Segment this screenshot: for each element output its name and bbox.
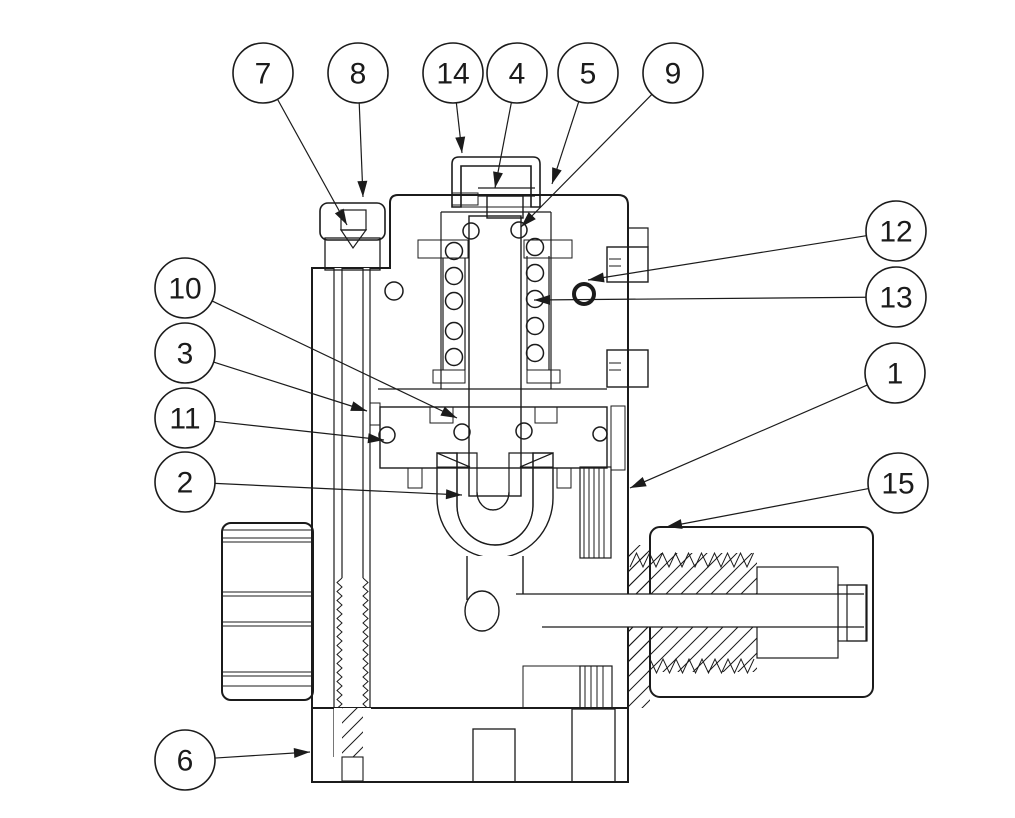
leader-arrowhead [630,477,647,488]
balloon-13: 13 [533,266,927,328]
balloon-number: 15 [881,468,914,501]
balloon-circle [557,42,619,104]
balloon-number: 13 [879,282,912,315]
balloon-number: 2 [177,467,194,500]
callout-balloons: 7 8 14 4 5 9 12 13 1 15 10 3 11 2 6 [154,42,929,791]
leader-arrowhead [334,208,347,225]
leader-arrowhead [350,401,367,411]
balloon-number: 9 [665,58,682,91]
spring-coil-sections [444,221,545,367]
balloon-circle [154,729,216,791]
male-threads-top [629,551,754,569]
o-ring-12 [572,282,596,306]
balloon-5: 5 [551,42,619,185]
balloon-14: 14 [422,42,484,154]
balloon-number: 14 [436,58,469,91]
balloon-number: 12 [879,216,912,249]
balloon-circle [154,387,216,449]
dust-cap [451,156,541,208]
balloon-2: 2 [154,451,463,513]
balloon-number: 7 [255,58,272,91]
balloon-number: 5 [580,58,597,91]
leader-arrowhead [357,180,368,197]
balloon-11: 11 [154,387,385,449]
balloon-number: 10 [168,273,201,306]
port-boss-side-view [522,466,613,709]
balloon-circle [154,451,216,513]
spring-and-details [378,221,608,444]
leader-arrowhead [666,519,683,529]
leader-arrowhead [588,272,605,283]
balloon-circle [486,42,548,104]
balloon-8: 8 [327,42,389,198]
balloon-6: 6 [154,729,311,791]
balloon-circle [154,322,216,384]
leader-arrowhead [367,433,384,444]
balloon-circle [867,452,929,514]
leader-line [214,420,385,441]
balloon-number: 3 [177,338,194,371]
leader-arrowhead [445,489,462,500]
balloon-circle [642,42,704,104]
balloon-circle [154,257,216,319]
leader-arrowhead [293,748,310,759]
mounting-base [311,707,629,783]
leader-arrowhead [493,171,503,188]
balloon-number: 8 [350,58,367,91]
inlet-hose-fitting [221,522,314,701]
balloon-1: 1 [629,342,926,489]
balloon-circle [232,42,294,104]
balloon-circle [864,342,926,404]
male-threads-bottom [649,657,755,675]
balloon-4: 4 [486,42,548,189]
balloon-number: 11 [169,403,200,436]
balloon-number: 4 [509,58,526,91]
balloon-circle [865,200,927,262]
leader-arrowhead [440,406,457,418]
balloon-circle [422,42,484,104]
balloon-12: 12 [587,200,927,283]
balloon-10: 10 [154,257,458,419]
leader-arrowhead [534,294,551,305]
leader-line [211,300,458,419]
balloon-circle [865,266,927,328]
leader-line [665,488,869,528]
balloon-number: 1 [887,358,904,391]
leader-line [629,384,868,489]
balloon-number: 6 [177,745,194,778]
leader-line [213,361,368,412]
leader-line [533,296,867,301]
balloon-circle [327,42,389,104]
gland-o-rings [378,422,608,444]
leader-line [587,235,867,281]
leader-line [214,482,463,496]
pilot-ring [384,281,404,301]
leader-line [520,93,653,228]
balloon-3: 3 [154,322,368,412]
leader-arrowhead [455,136,466,153]
balloon-15: 15 [665,452,929,529]
leader-arrowhead [521,212,536,227]
leader-line [276,98,348,226]
balloon-7: 7 [232,42,348,226]
balloon-9: 9 [520,42,704,228]
outlet-fitting [500,526,874,698]
leader-arrowhead [552,167,562,184]
